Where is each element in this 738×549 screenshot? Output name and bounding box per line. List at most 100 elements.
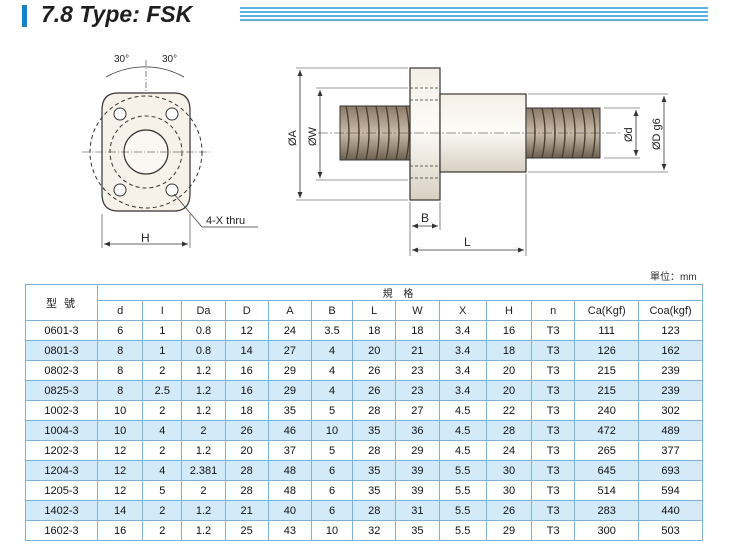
spec-cell: T3 <box>531 320 576 341</box>
spec-cell: 240 <box>574 400 640 421</box>
spec-cell: 5.5 <box>438 460 487 481</box>
spec-cell: 23 <box>395 360 440 381</box>
spec-cell: 4.5 <box>438 420 487 441</box>
spec-cell: 5.5 <box>438 520 487 541</box>
model-cell: 1202-3 <box>24 440 99 461</box>
spec-cell: 23 <box>395 380 440 401</box>
unit-note: 單位：mm <box>650 272 697 283</box>
phid-label: Ød <box>623 127 635 142</box>
H-label: H <box>141 231 150 245</box>
spec-cell: 30 <box>485 480 533 501</box>
spec-cell: 18 <box>485 340 533 361</box>
spec-cell: T3 <box>531 440 576 461</box>
spec-cell: 3.4 <box>438 320 487 341</box>
spec-cell: 5.5 <box>438 500 487 521</box>
spec-cell: 8 <box>97 340 144 361</box>
spec-cell: 2 <box>142 500 183 521</box>
spec-cell: 503 <box>638 520 703 541</box>
spec-cell: 283 <box>574 500 640 521</box>
model-cell: 1004-3 <box>24 420 99 441</box>
spec-cell: 1.2 <box>181 380 226 401</box>
spec-cell: 377 <box>638 440 703 461</box>
spec-cell: 5 <box>310 400 354 421</box>
column-header: X <box>438 300 487 321</box>
spec-cell: 18 <box>352 320 397 341</box>
spec-cell: 1 <box>142 320 183 341</box>
spec-cell: 440 <box>638 500 703 521</box>
spec-cell: 30 <box>485 460 533 481</box>
spec-cell: 2 <box>142 440 183 461</box>
column-header: W <box>395 300 440 321</box>
spec-cell: 489 <box>638 420 703 441</box>
spec-cell: 35 <box>395 520 440 541</box>
spec-cell: 2 <box>142 360 183 381</box>
spec-cell: T3 <box>531 400 576 421</box>
spec-cell: 24 <box>267 320 312 341</box>
title-bar: 7.8 Type: FSK <box>0 0 738 34</box>
spec-cell: 39 <box>395 480 440 501</box>
column-header: Da <box>181 300 226 321</box>
model-cell: 0802-3 <box>24 360 99 381</box>
spec-cell: 28 <box>352 500 397 521</box>
spec-cell: 18 <box>395 320 440 341</box>
spec-cell: 35 <box>352 460 397 481</box>
spec-cell: 29 <box>267 360 312 381</box>
B-label: B <box>421 211 429 225</box>
title-accent-bar <box>22 5 27 27</box>
spec-cell: 6 <box>310 480 354 501</box>
spec-cell: 31 <box>395 500 440 521</box>
spec-cell: 16 <box>97 520 144 541</box>
spec-cell: 5 <box>310 440 354 461</box>
spec-cell: 3.5 <box>310 320 354 341</box>
spec-cell: 300 <box>574 520 640 541</box>
spec-cell: 0.8 <box>181 340 226 361</box>
model-cell: 1002-3 <box>24 400 99 421</box>
spec-cell: 0.8 <box>181 320 226 341</box>
spec-cell: 2 <box>142 520 183 541</box>
model-cell: 1402-3 <box>24 500 99 521</box>
model-cell: 1205-3 <box>24 480 99 501</box>
spec-cell: 693 <box>638 460 703 481</box>
phiA-label: ØA <box>287 129 299 146</box>
spec-cell: T3 <box>531 480 576 501</box>
spec-cell: 5.5 <box>438 480 487 501</box>
spec-cell: 27 <box>395 400 440 421</box>
spec-cell: 21 <box>224 500 269 521</box>
spec-cell: 16 <box>224 360 269 381</box>
spec-cell: 12 <box>97 440 144 461</box>
spec-cell: 43 <box>267 520 312 541</box>
spec-cell: 3.4 <box>438 360 487 381</box>
spec-cell: 1.2 <box>181 500 226 521</box>
spec-cell: 14 <box>97 500 144 521</box>
spec-cell: 4.5 <box>438 400 487 421</box>
model-cell: 1602-3 <box>24 520 99 541</box>
spec-cell: 32 <box>352 520 397 541</box>
spec-cell: 26 <box>352 360 397 381</box>
spec-cell: 26 <box>485 500 533 521</box>
spec-cell: 265 <box>574 440 640 461</box>
spec-cell: 645 <box>574 460 640 481</box>
spec-cell: 10 <box>310 520 354 541</box>
page-title: 7.8 Type: FSK <box>41 1 193 27</box>
spec-cell: 514 <box>574 480 640 501</box>
model-cell: 0825-3 <box>24 380 99 401</box>
spec-cell: 2.5 <box>142 380 183 401</box>
spec-cell: 162 <box>638 340 703 361</box>
spec-cell: 35 <box>267 400 312 421</box>
spec-cell: 28 <box>224 460 269 481</box>
spec-cell: 239 <box>638 360 703 381</box>
spec-cell: 25 <box>224 520 269 541</box>
spec-cell: 48 <box>267 480 312 501</box>
angle-right-label: 30° <box>162 54 177 65</box>
technical-drawing: 30° 30° H 4-X thru <box>82 54 668 256</box>
spec-cell: 46 <box>267 420 312 441</box>
column-header: H <box>485 300 533 321</box>
spec-cell: 2 <box>181 420 226 441</box>
